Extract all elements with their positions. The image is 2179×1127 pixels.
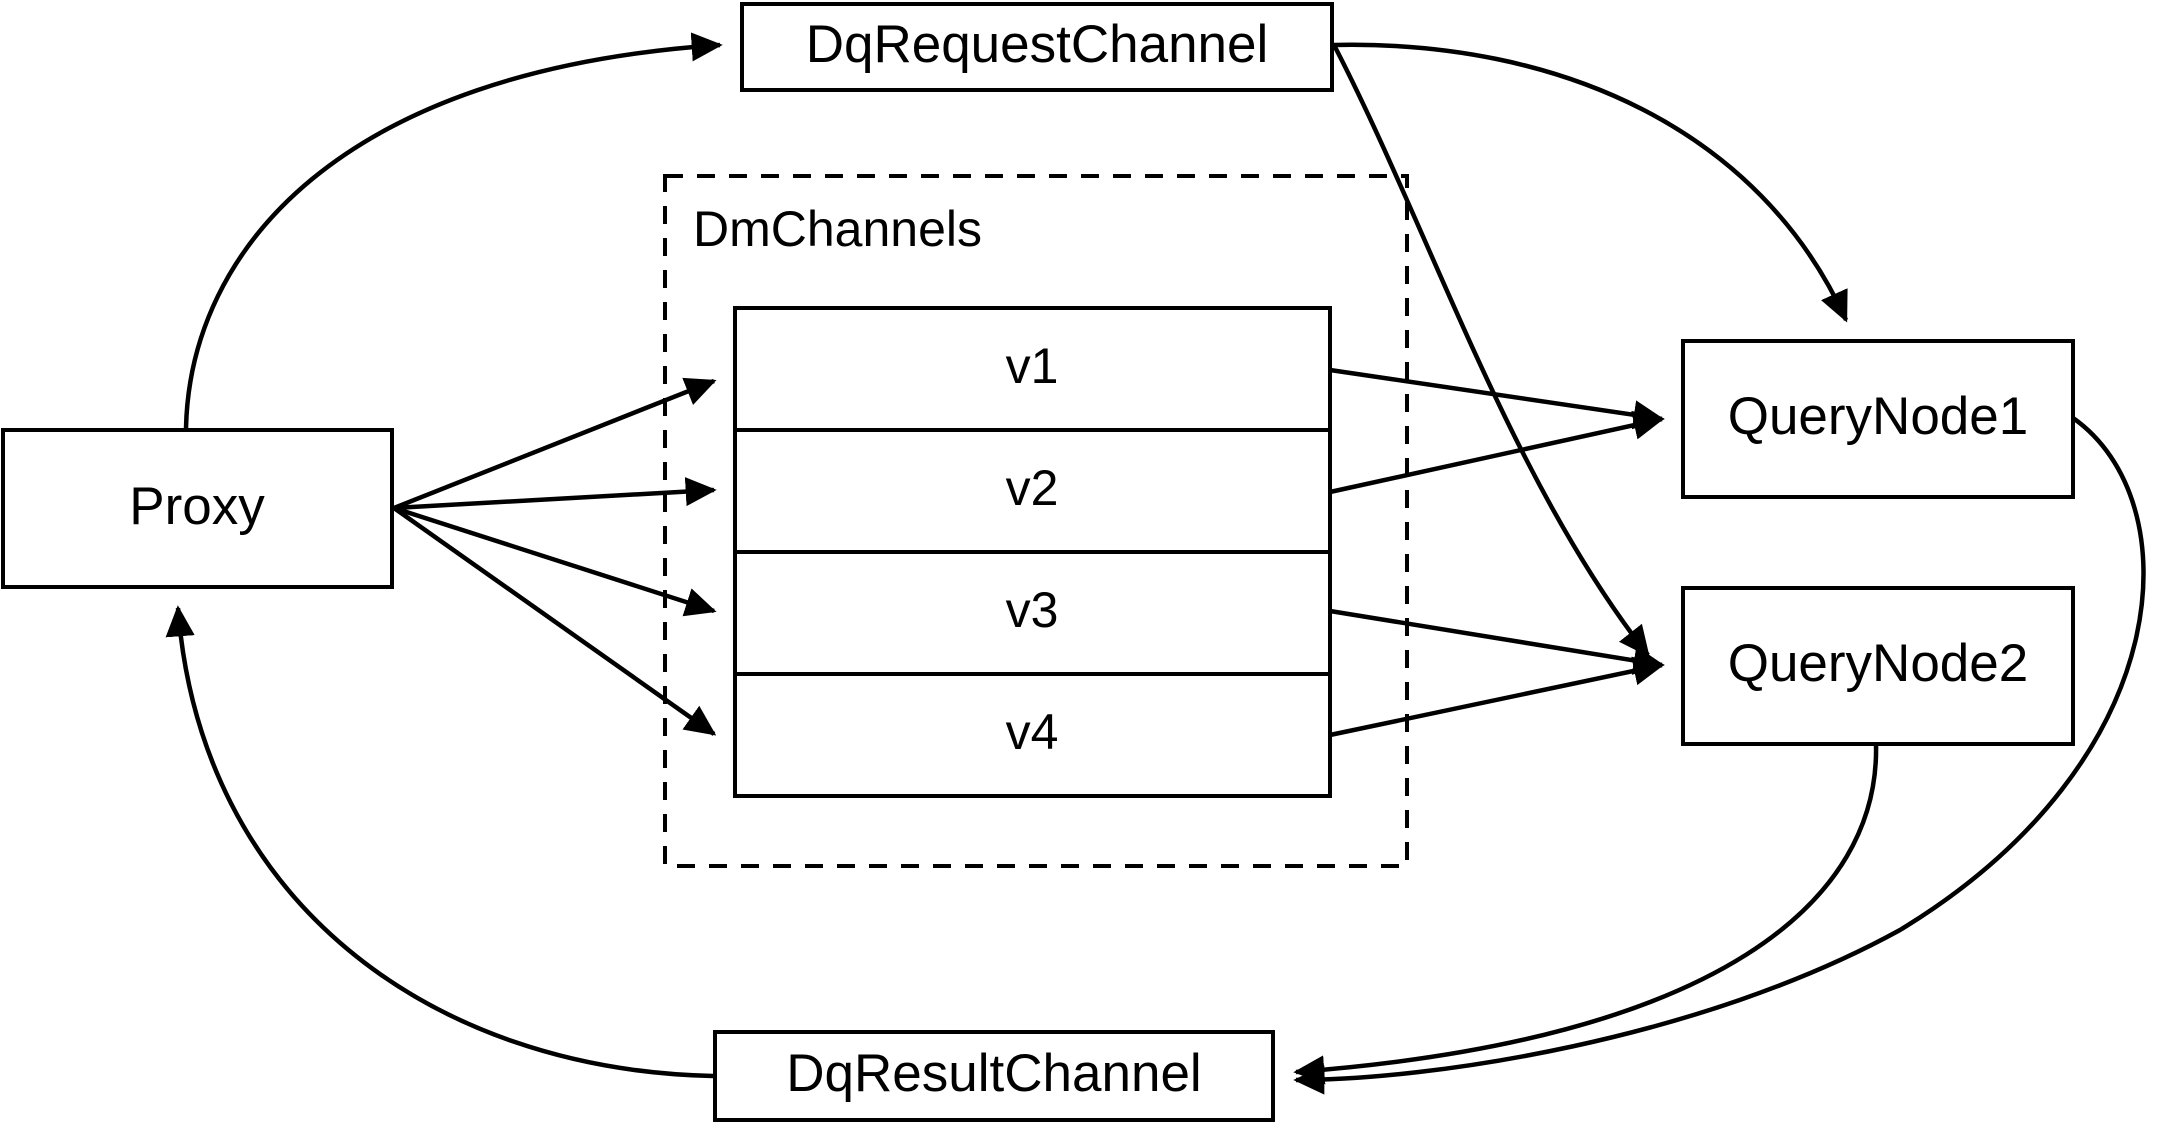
node-dq-result-channel-label: DqResultChannel (786, 1044, 1201, 1103)
node-query-node-2-label: QueryNode2 (1728, 634, 2029, 693)
node-proxy[interactable] (1, 428, 394, 589)
node-query-node-1-label: QueryNode1 (1728, 387, 2029, 446)
node-query-node-2[interactable] (1681, 586, 2075, 746)
edge-querynode1-to-dqresultchannel (1293, 416, 2146, 1095)
vchannel-row-v3[interactable]: v3 (1006, 582, 1059, 638)
node-dq-request-channel[interactable] (740, 2, 1334, 92)
edge-proxy-to-v2 (393, 477, 717, 511)
node-dq-request-channel-label: DqRequestChannel (806, 15, 1269, 74)
node-proxy-label: Proxy (129, 477, 265, 536)
edge-v4-to-querynode2 (1329, 656, 1665, 738)
edge-v3-to-querynode2 (1329, 608, 1665, 675)
edge-querynode2-to-dqresultchannel (1293, 743, 1879, 1085)
node-dq-result-channel[interactable] (713, 1030, 1275, 1122)
vchannel-row-v2[interactable]: v2 (1006, 460, 1059, 516)
node-query-node-1[interactable] (1681, 339, 2075, 499)
vchannel-row-v1[interactable]: v1 (1006, 338, 1059, 394)
edge-dqrequestchannel-to-querynode1 (1333, 42, 1849, 323)
edge-dqrequestchannel-to-querynode2 (1332, 43, 1650, 658)
edge-proxy-to-v4 (392, 506, 717, 736)
dmchannels-group-label: DmChannels (693, 201, 982, 257)
edge-dqresultchannel-to-proxy (165, 605, 714, 1079)
dmchannels-group-box (663, 174, 1409, 868)
edge-proxy-to-v1 (393, 377, 717, 511)
edge-proxy-to-v3 (393, 505, 717, 617)
vchannel-row-v4[interactable]: v4 (1006, 704, 1059, 760)
edge-proxy-to-dqrequestchannel (183, 32, 723, 429)
edge-v2-to-querynode1 (1329, 410, 1665, 495)
